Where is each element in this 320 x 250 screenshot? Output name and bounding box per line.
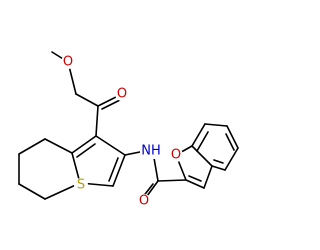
ester-single-oxygen: O <box>61 55 75 70</box>
furan-oxygen-label: O <box>171 148 181 163</box>
bond-layer <box>18 51 239 200</box>
amide-carbonyl-oxygen: O <box>137 194 151 209</box>
bond <box>191 145 213 167</box>
bond <box>213 159 224 164</box>
atom-label-layer: O O NH O S O <box>61 55 183 209</box>
bond <box>185 179 205 189</box>
bond <box>226 125 239 149</box>
ester-carbonyl-oxygen: O <box>115 87 129 102</box>
bond <box>224 147 239 171</box>
bond <box>203 165 213 189</box>
bond <box>71 152 81 184</box>
bond <box>196 131 209 152</box>
bond <box>95 105 99 137</box>
bond <box>204 123 228 127</box>
amide-nitrogen: NH <box>140 144 162 159</box>
bond <box>191 123 206 147</box>
bond <box>75 93 99 107</box>
furan-oxygen: O <box>169 148 183 163</box>
bond <box>71 135 97 154</box>
bond <box>108 157 119 182</box>
bond <box>146 180 159 197</box>
bond <box>225 133 235 151</box>
molecule-structure: O O NH O S O <box>18 51 239 209</box>
bond <box>188 175 202 182</box>
bond <box>76 143 96 158</box>
amide-nitrogen-label: NH <box>141 144 161 159</box>
bond <box>18 183 46 200</box>
bond <box>112 154 126 187</box>
bond <box>153 157 159 182</box>
bond <box>18 138 46 155</box>
bond <box>95 135 126 156</box>
thiophene-sulfur: S <box>74 178 88 193</box>
ester-single-oxygen-label: O <box>63 55 73 70</box>
bond <box>211 165 226 171</box>
bond <box>44 138 73 154</box>
thiophene-sulfur-label: S <box>77 178 85 193</box>
bond <box>157 179 187 182</box>
amide-carbonyl-oxygen-label: O <box>139 194 149 209</box>
ester-carbonyl-oxygen-label: O <box>117 87 127 102</box>
